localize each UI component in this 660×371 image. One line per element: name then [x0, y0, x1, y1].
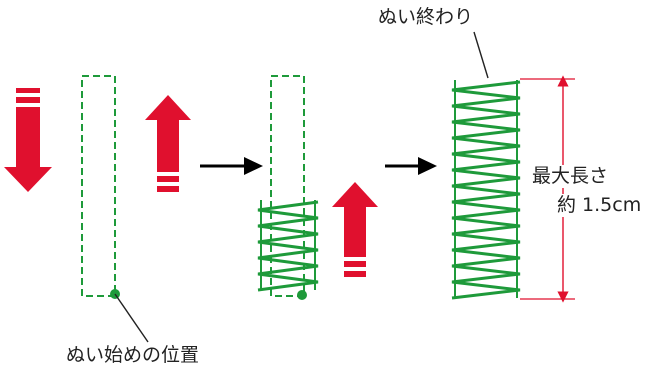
end-of-sewing-label: ぬい終わり	[378, 6, 474, 28]
needle-point-icon	[297, 290, 307, 300]
stitch-outline-1	[81, 75, 116, 297]
max-length-label: 最大長さ	[529, 165, 612, 188]
stitch-outline-2	[270, 75, 305, 297]
zigzag-stitch-partial	[257, 200, 319, 292]
start-position-leader	[114, 293, 149, 343]
start-position-label: ぬい始めの位置	[66, 344, 200, 366]
up-arrow-icon	[332, 182, 378, 277]
up-arrow-icon	[145, 95, 191, 192]
zigzag-stitch-complete	[451, 80, 521, 300]
right-arrow-icon	[385, 157, 437, 175]
right-arrow-icon	[200, 157, 263, 175]
end-of-sewing-leader	[473, 31, 489, 79]
max-length-value: 約 1.5cm	[554, 194, 645, 217]
down-arrow-icon	[4, 88, 52, 192]
